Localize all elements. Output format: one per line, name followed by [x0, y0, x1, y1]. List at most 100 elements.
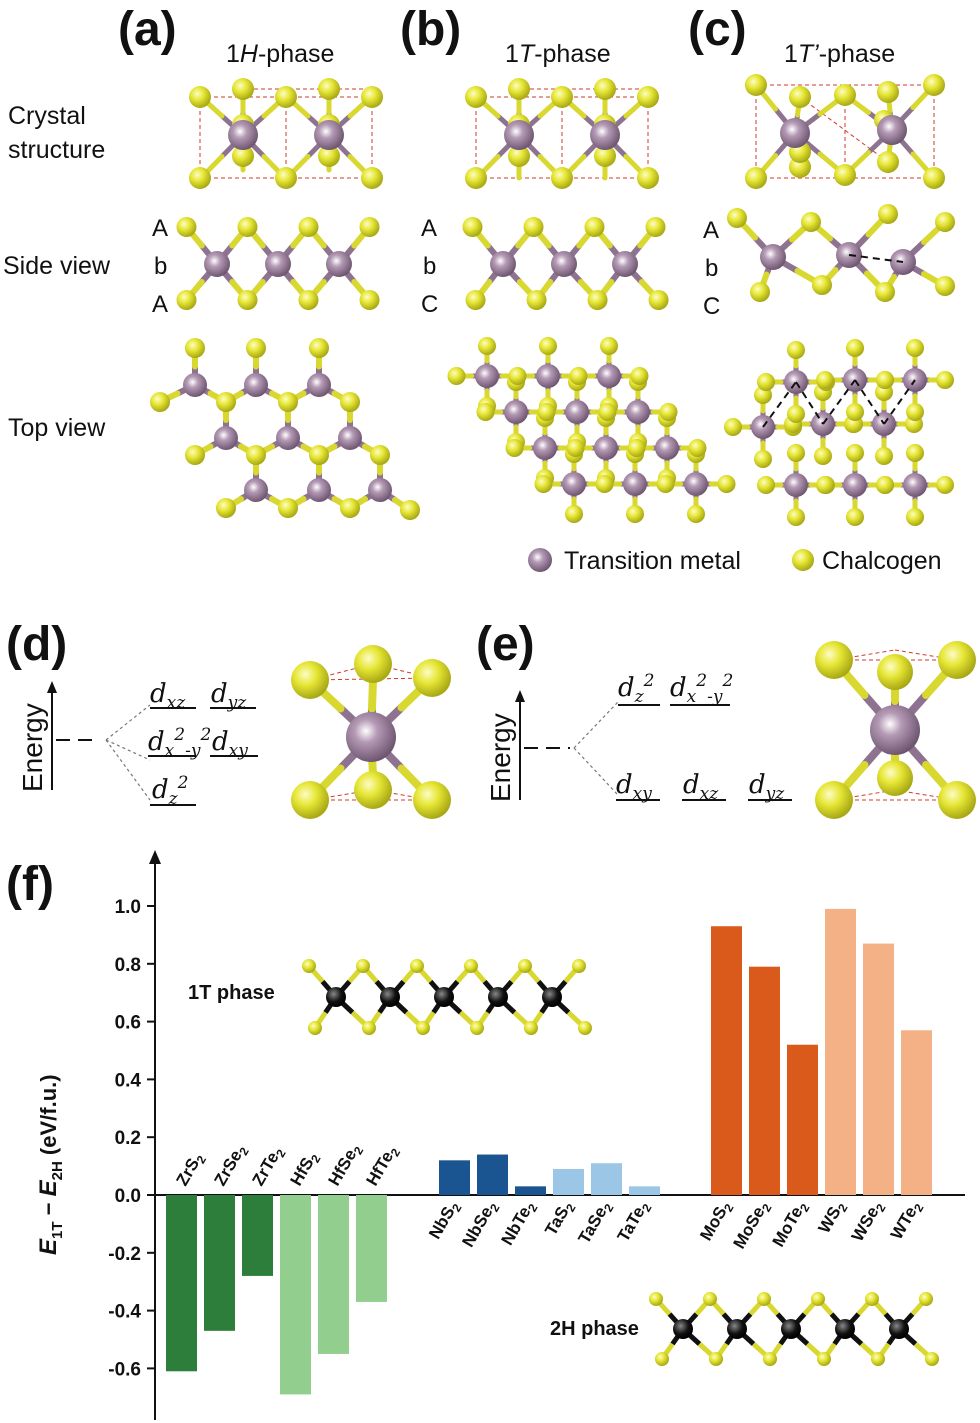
- panel-f-label: (f): [6, 858, 54, 911]
- chalcogen-atom: [750, 282, 770, 302]
- chalcogen-atom: [465, 86, 487, 108]
- phase-title-1h: 1H-phase: [226, 40, 334, 68]
- chalcogen-atom: [291, 781, 329, 819]
- unit-cell-line: [799, 96, 889, 163]
- chalcogen-atom: [906, 339, 924, 357]
- metal-atom: [780, 118, 810, 148]
- category-label-zrse2: ZrSe2: [211, 1141, 252, 1191]
- chalcogen-atom: [846, 403, 864, 421]
- trigonal-prismatic-coordination: [291, 645, 451, 819]
- stack-c-2: b: [705, 255, 718, 282]
- bar-tase2: [591, 1163, 622, 1195]
- chalcogen-atom: [232, 145, 254, 167]
- chalcogen-atom: [875, 282, 895, 302]
- chalcogen-atom: [298, 217, 319, 237]
- chalcogen-atom: [906, 444, 924, 462]
- metal-atom: [870, 705, 920, 755]
- panel-a-label: (a): [118, 3, 177, 56]
- chalcogen-atom: [275, 86, 297, 108]
- metal-atom: [475, 364, 499, 388]
- chalcogen-atom: [309, 338, 329, 358]
- chalcogen-atom: [801, 212, 821, 232]
- metal-atom: [536, 364, 560, 388]
- metal-atom: [326, 987, 346, 1007]
- chalcogen-atom: [518, 959, 532, 973]
- chalcogen-atom: [626, 505, 644, 523]
- chart-bars: [166, 908, 932, 1395]
- chalcogen-atom: [757, 373, 775, 391]
- bar-nbse2: [477, 1154, 508, 1195]
- metal-atom: [504, 400, 528, 424]
- chalcogen-atom: [318, 78, 340, 100]
- chalcogen-atom: [906, 508, 924, 526]
- bar-mote2: [787, 1044, 818, 1195]
- legend-chalcogen-icon: [792, 549, 814, 571]
- metal-atom: [228, 120, 258, 150]
- legend-chalcogen-label: Chalcogen: [822, 547, 942, 575]
- category-label-ws2: WS2: [814, 1197, 850, 1238]
- metal-atom: [307, 373, 331, 397]
- chalcogen-atom: [505, 439, 524, 457]
- chalcogen-atom: [846, 339, 864, 357]
- inset-structure-2h: [649, 1292, 939, 1366]
- metal-atom: [889, 1319, 909, 1339]
- category-label-hfse2: HfSe2: [325, 1140, 367, 1191]
- chalcogen-atom: [717, 475, 736, 493]
- chalcogen-atom: [923, 167, 945, 189]
- metal-atom: [594, 436, 618, 460]
- stack-a-3: A: [152, 291, 168, 318]
- chalcogen-atom: [465, 290, 486, 310]
- metal-atom: [626, 400, 650, 424]
- crystal-structure-1t: [465, 78, 659, 189]
- orbital-dxy-d: dxy: [212, 727, 248, 761]
- metal-atom: [903, 473, 927, 497]
- metal-atom: [368, 478, 392, 502]
- chalcogen-atom: [936, 371, 954, 389]
- metal-atom: [326, 251, 352, 277]
- chalcogen-atom: [462, 217, 483, 237]
- energy-diagram-d: Energy dxz dyz dx2-y2 dxy dz2: [17, 679, 258, 809]
- chalcogen-atom: [906, 403, 924, 421]
- chalcogen-atom: [569, 367, 588, 385]
- chalcogen-atom: [309, 445, 329, 465]
- chalcogen-atom: [232, 78, 254, 100]
- y-tick-label: 1.0: [115, 897, 141, 918]
- chalcogen-atom: [727, 208, 747, 228]
- chalcogen-atom: [846, 508, 864, 526]
- category-label-nbse2: NbSe2: [458, 1197, 502, 1252]
- bar-tate2: [629, 1186, 660, 1195]
- category-label-tas2: TaS2: [541, 1197, 579, 1240]
- chalcogen-atom: [362, 1021, 376, 1035]
- chalcogen-atom: [551, 167, 573, 189]
- chalcogen-atom: [787, 444, 805, 462]
- metal-atom: [542, 987, 562, 1007]
- metal-atom: [214, 426, 238, 450]
- chalcogen-atom: [508, 367, 527, 385]
- panel-e-label: (e): [476, 618, 535, 671]
- row-label-side-view: Side view: [3, 252, 111, 280]
- chalcogen-atom: [526, 290, 547, 310]
- chalcogen-atom: [523, 217, 544, 237]
- category-label-nbte2: NbTe2: [498, 1197, 541, 1250]
- chalcogen-atom: [551, 86, 573, 108]
- chalcogen-atom: [400, 500, 420, 520]
- metal-atom: [265, 251, 291, 277]
- unit-cell-line: [309, 677, 433, 681]
- chalcogen-atom: [724, 418, 742, 436]
- top-view-1t: [447, 337, 736, 523]
- chalcogen-atom: [787, 405, 805, 423]
- metal-atom: [843, 473, 867, 497]
- metal-atom: [835, 1319, 855, 1339]
- metal-atom: [490, 251, 516, 277]
- chalcogen-atom: [447, 367, 466, 385]
- chalcogen-atom: [534, 475, 553, 493]
- category-label-hfs2: HfS2: [287, 1148, 324, 1190]
- phase-title-1t: 1T-phase: [505, 40, 611, 68]
- bond: [368, 676, 377, 713]
- chalcogen-atom: [816, 476, 834, 494]
- y-tick-label: 0.6: [115, 1013, 141, 1034]
- bar-hfs2: [280, 1195, 311, 1395]
- chalcogen-atom: [508, 145, 530, 167]
- chalcogen-atom: [185, 338, 205, 358]
- chalcogen-atom: [537, 403, 556, 421]
